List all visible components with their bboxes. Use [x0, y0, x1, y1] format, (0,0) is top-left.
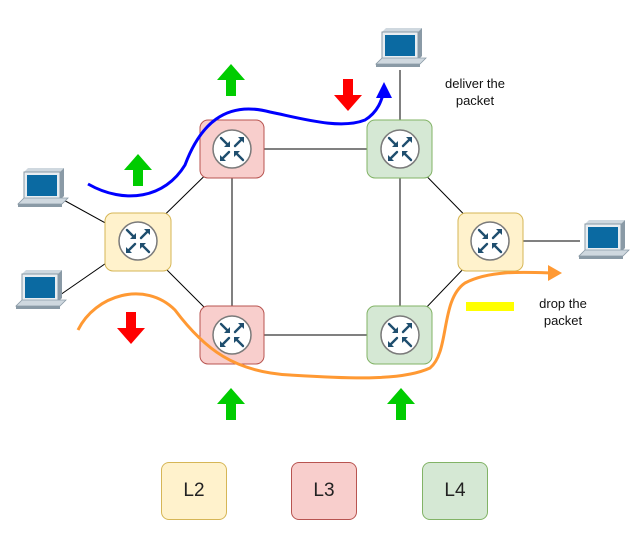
computer-icon: [17, 167, 69, 208]
legend-l4: L4: [422, 462, 488, 520]
router-icon: [117, 220, 159, 262]
drop-packet-label: drop the packet: [539, 296, 587, 328]
up-arrow-icon: [217, 388, 245, 420]
up-arrow-icon: [217, 64, 245, 96]
router-icon: [379, 314, 421, 356]
legend-l3-label: L3: [313, 480, 335, 501]
router-icon: [211, 314, 253, 356]
delivered-packet-path: [87, 89, 386, 198]
computer-icon: [375, 27, 427, 68]
computer-icon: [578, 219, 630, 260]
legend-l3: L3: [291, 462, 357, 520]
legend-l2: L2: [161, 462, 227, 520]
up-arrow-icon: [124, 154, 152, 186]
deliver-packet-label: deliver the packet: [445, 76, 505, 108]
router-icon: [211, 128, 253, 170]
legend-l2-label: L2: [183, 480, 205, 501]
computer-icon: [15, 269, 67, 310]
down-arrow-icon: [334, 79, 362, 111]
dropped-path-arrowhead: [548, 265, 562, 281]
delivered-path-arrowhead: [376, 82, 392, 98]
dropped-packet-path: [76, 270, 553, 380]
router-icon: [379, 128, 421, 170]
legend-l4-label: L4: [444, 480, 466, 501]
up-arrow-icon: [387, 388, 415, 420]
down-arrow-icon: [117, 312, 145, 344]
router-icon: [469, 220, 511, 262]
drop-marker: [466, 302, 514, 311]
